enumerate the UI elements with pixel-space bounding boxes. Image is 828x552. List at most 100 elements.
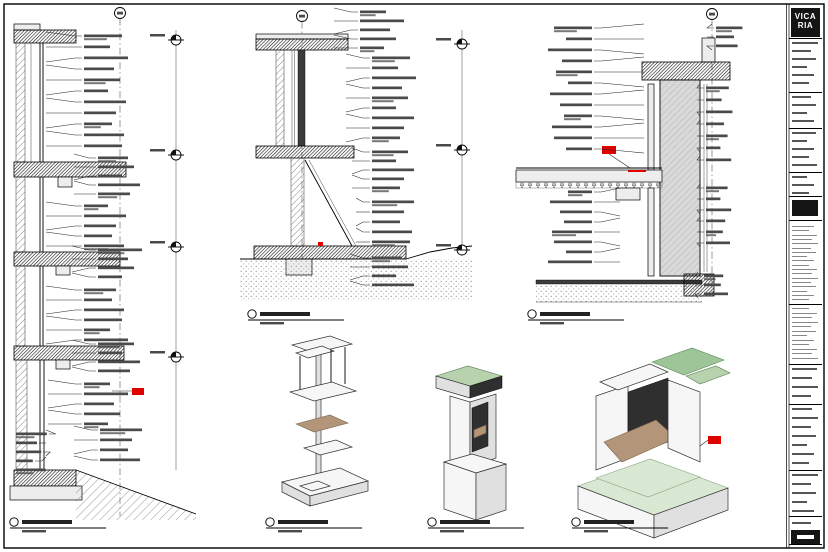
txt (100, 428, 142, 432)
ldr (73, 449, 98, 455)
ldr (594, 122, 645, 128)
txt (716, 44, 738, 48)
ldr (45, 201, 82, 207)
txt (372, 126, 404, 130)
ldr (47, 403, 82, 409)
txt (704, 278, 716, 281)
txt (98, 165, 134, 169)
txt (84, 298, 112, 302)
txt (556, 74, 578, 77)
title-block-divider (789, 470, 822, 471)
ldr (696, 242, 704, 248)
txt (706, 208, 732, 212)
title-block-text-stub (792, 273, 812, 275)
ldr (71, 267, 96, 273)
txt (84, 208, 99, 211)
ldr (45, 231, 82, 237)
title-block-text-stub (792, 339, 814, 341)
title-block-text-stub (792, 368, 817, 370)
txt (84, 338, 128, 342)
txt (372, 168, 414, 172)
txt (98, 192, 130, 196)
ldr (696, 119, 704, 125)
txt (98, 342, 134, 346)
vicaria-logo: VICA RIA (791, 8, 820, 37)
mkr (527, 309, 537, 319)
txt (100, 438, 132, 442)
txt (84, 133, 124, 137)
txt (360, 19, 404, 23)
txt (16, 432, 47, 436)
title-block-text-stub (792, 66, 807, 68)
txt (706, 134, 728, 138)
txt (552, 234, 576, 237)
title-block-text-stub (792, 148, 814, 150)
txt (706, 219, 726, 223)
txt (16, 436, 35, 439)
txt (706, 197, 721, 201)
mkr (9, 517, 19, 527)
txt (372, 274, 396, 278)
txt (100, 432, 126, 435)
txt (372, 190, 389, 193)
txt (84, 111, 116, 115)
ldr (594, 115, 645, 121)
txt (566, 250, 592, 254)
txt (716, 35, 734, 39)
title-block-text-stub (792, 226, 814, 227)
txt (84, 248, 108, 251)
title-block-text-stub (792, 462, 809, 464)
title-block-text-stub (792, 230, 809, 232)
txt (548, 260, 592, 264)
txt (98, 360, 140, 364)
txt (98, 196, 118, 199)
title-block-divider (789, 38, 822, 39)
ldr (594, 49, 645, 55)
ldr (34, 456, 47, 462)
txt (706, 186, 728, 190)
mkr (265, 517, 275, 527)
txt (372, 200, 414, 204)
txt (436, 38, 451, 41)
title-block-text-stub (792, 299, 809, 301)
ldr (73, 175, 96, 181)
ldr (43, 451, 51, 457)
txt (564, 114, 592, 118)
ldr (696, 83, 704, 89)
txt (566, 37, 592, 41)
ldr (345, 83, 370, 89)
txt (704, 283, 721, 287)
txt (372, 116, 414, 120)
title-block-text-stub (792, 435, 816, 437)
revision-flag-2 (318, 242, 323, 246)
axon-detail-1 (280, 335, 370, 507)
ldr (45, 225, 82, 231)
txt (372, 256, 402, 260)
txt (84, 214, 126, 218)
mark (171, 35, 176, 40)
txt (372, 136, 400, 140)
title-block-text-stub (792, 386, 818, 388)
txt (98, 257, 128, 261)
txt (84, 308, 124, 312)
title-block-text-stub (792, 417, 818, 419)
title-block-text-stub (792, 176, 807, 178)
ldr (351, 174, 370, 180)
txt (706, 110, 733, 114)
txt (372, 154, 394, 157)
title-block-divider (789, 516, 822, 517)
txt (436, 144, 451, 147)
title-block-text-stub (792, 281, 811, 283)
txt (150, 241, 165, 244)
title-block-text-stub (792, 317, 812, 318)
title-block-text-stub (792, 510, 814, 512)
logo-line-2: RIA (797, 21, 814, 31)
title-block-text-stub (792, 357, 818, 359)
txt (706, 158, 732, 162)
mkr (247, 309, 257, 319)
txt (100, 448, 128, 452)
txt (706, 190, 719, 193)
txt (372, 177, 404, 181)
ldr (355, 227, 370, 233)
txt (440, 530, 464, 533)
